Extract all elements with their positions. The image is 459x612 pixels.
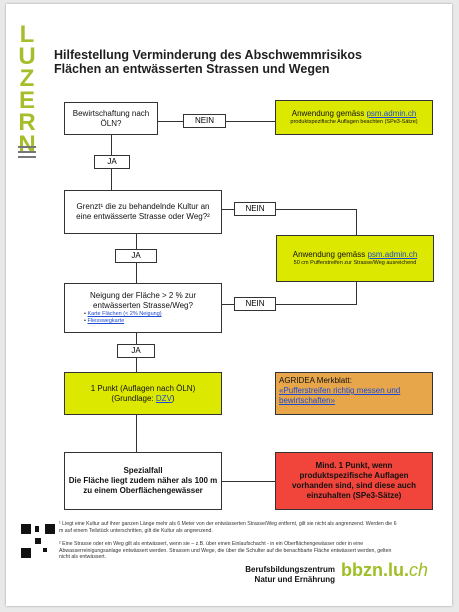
connector — [136, 415, 137, 452]
connector — [276, 304, 356, 305]
footnote-1: ¹ Liegt eine Kultur auf ihrer ganzen Län… — [59, 521, 397, 534]
question-neigung: Neigung der Fläche > 2 % zur entwässerte… — [64, 283, 222, 333]
connector — [226, 121, 275, 122]
nein-label-3: NEIN — [234, 297, 276, 311]
question-oeln: Bewirtschaftung nach ÖLN? — [64, 102, 158, 135]
agridea-link[interactable]: «Pufferstreifen richtig messen und bewir… — [279, 386, 401, 405]
dzv-link[interactable]: DZV — [155, 393, 172, 403]
spezialfall-box: Spezialfall Die Fläche liegt zudem näher… — [64, 452, 222, 510]
connector — [158, 121, 183, 122]
connector — [276, 209, 356, 210]
agridea-box: AGRIDEA Merkblatt: «Pufferstreifen richt… — [275, 372, 433, 415]
connector — [356, 209, 357, 235]
nein-label-1: NEIN — [183, 114, 226, 128]
connector — [356, 282, 357, 305]
footnote-2: ² Eine Strasse oder ein Weg gilt als ent… — [59, 541, 392, 561]
outcome-psm-2: Anwendung gemäss psm.admin.ch 50 cm Puff… — [276, 235, 434, 282]
ja-label-2: JA — [115, 249, 157, 263]
nein-label-2: NEIN — [234, 202, 276, 216]
connector — [222, 209, 234, 210]
ja-label-3: JA — [117, 344, 155, 358]
psm-link-1[interactable]: psm.admin.ch — [366, 109, 417, 118]
karte-link[interactable]: Karte Flächen (< 2% Neigung) — [87, 311, 162, 317]
bbzn-logo: bbzn.lu.ch — [341, 560, 428, 580]
result-1-punkt: 1 Punkt (Auflagen nach ÖLN) (Grundlage: … — [64, 372, 222, 415]
canton-emblem-icon — [18, 143, 36, 165]
result-red: Mind. 1 Punkt, wenn produktspezifische A… — [275, 452, 433, 510]
connector — [222, 304, 234, 305]
outcome-psm-1: Anwendung gemäss psm.admin.ch produktspe… — [275, 100, 433, 135]
fliessweg-link[interactable]: Fliesswegkarte — [87, 318, 125, 324]
connector — [222, 481, 275, 482]
ja-label-1: JA — [94, 155, 130, 169]
question-grenzt: Grenzt¹ die zu behandelnde Kultur an ein… — [64, 190, 222, 234]
psm-link-2[interactable]: psm.admin.ch — [367, 250, 418, 259]
qr-code — [21, 524, 55, 558]
page-title: Hilfestellung Verminderung des Abschwemm… — [54, 48, 362, 76]
